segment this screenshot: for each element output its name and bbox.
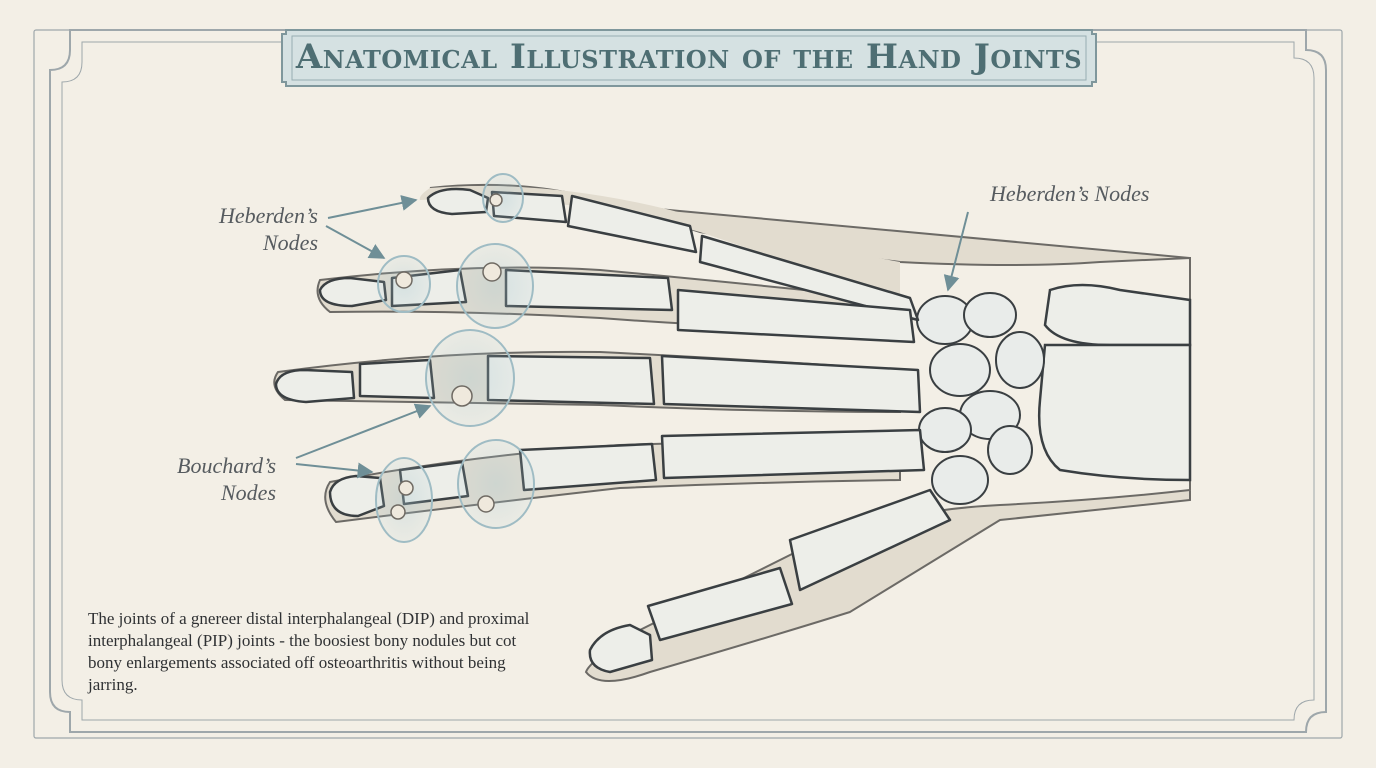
title-banner-shape (281, 29, 1097, 87)
label-heberden-left: Heberden’s Nodes (176, 202, 318, 256)
joint-circle-middle-pip (456, 243, 534, 329)
arrow-heberden-middle (325, 225, 386, 259)
ornamental-frame (33, 29, 1343, 739)
forearm-bones (1038, 283, 1192, 482)
bony-nodules (390, 193, 503, 520)
arrow-heberden-right (943, 211, 969, 292)
label-heberden-right-text: Heberden’s Nodes (990, 181, 1150, 206)
joint-highlights (375, 173, 535, 543)
label-heberden-left-line1: Heberden’s (219, 203, 318, 228)
joint-circle-index-dip (482, 173, 524, 223)
label-bouchard: Bouchard’s Nodes (140, 452, 276, 506)
label-heberden-left-line2: Nodes (263, 230, 318, 255)
finger-bones (274, 187, 952, 674)
label-bouchard-line2: Nodes (221, 480, 276, 505)
arrow-bouchard-little (295, 462, 374, 479)
carpal-bones (916, 292, 1045, 505)
label-bouchard-line1: Bouchard’s (177, 453, 276, 478)
label-heberden-right: Heberden’s Nodes (990, 180, 1180, 207)
joint-circle-little-pip (457, 439, 535, 529)
joint-circle-ring-pip (425, 329, 515, 427)
pointer-arrows (295, 195, 969, 479)
title-banner: Anatomical Illustration of the Hand Join… (284, 28, 1094, 86)
arrow-bouchard-ring (295, 403, 432, 459)
page-title: Anatomical Illustration of the Hand Join… (295, 37, 1083, 77)
arrow-heberden-index (327, 195, 418, 219)
joint-circle-little-dip (375, 457, 433, 543)
caption-text: The joints of a gnereer distal interphal… (88, 609, 530, 694)
